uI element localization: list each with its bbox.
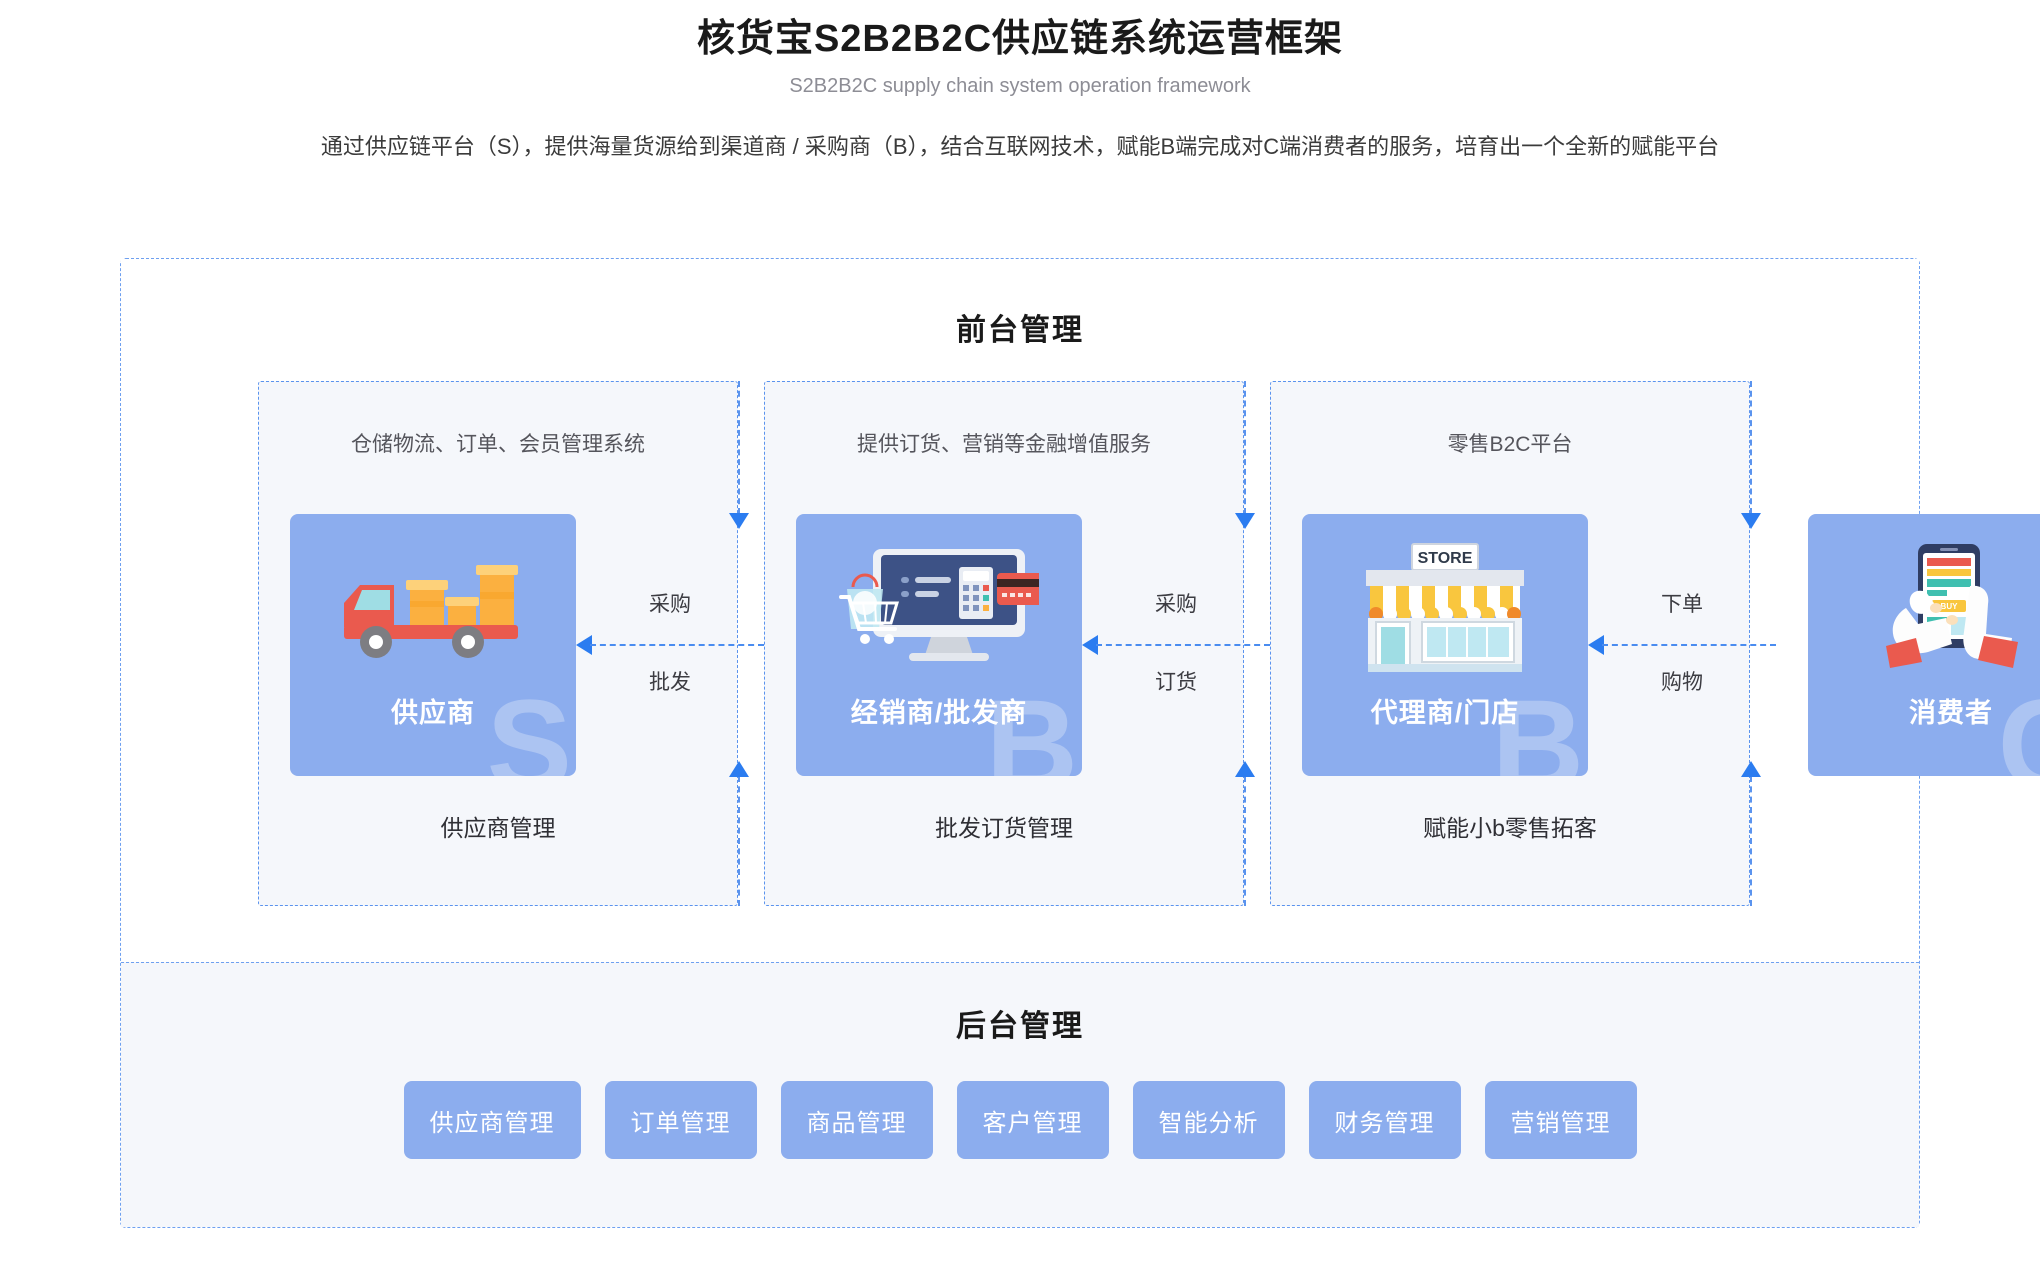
storefront-icon: STORE	[1302, 542, 1588, 672]
back-office-button-finance-management[interactable]: 财务管理	[1308, 1081, 1461, 1159]
back-office-title: 后台管理	[956, 1010, 1084, 1043]
group-bottom-label: 供应商管理	[440, 815, 556, 841]
connector-dealer-to-supplier: 采购 批发	[576, 593, 764, 694]
group-bottom-label: 赋能小b零售拓客	[1423, 815, 1597, 841]
svg-text:BUY: BUY	[1941, 602, 1959, 611]
card-label: 经销商/批发商	[850, 698, 1028, 728]
back-office-button-row: 供应商管理 订单管理 商品管理 客户管理 智能分析 财务管理 营销管理	[121, 1081, 1919, 1159]
ecommerce-monitor-icon	[796, 542, 1082, 672]
back-office-section: 后台管理 供应商管理 订单管理 商品管理 客户管理 智能分析 财务管理 营销管理	[121, 962, 1919, 1227]
arrow-head-left-icon	[576, 635, 592, 655]
group-top-label: 仓储物流、订单、会员管理系统	[351, 433, 645, 456]
connector-consumer-to-agent: 下单 购物	[1588, 593, 1776, 694]
delivery-truck-icon	[290, 542, 576, 672]
arrow-head-left-icon	[1082, 635, 1098, 655]
node-card-dealer[interactable]: B	[796, 514, 1082, 776]
arrow-down-to-consumer	[1741, 381, 1761, 529]
page-lead-paragraph: 通过供应链平台（S），提供海量货源给到渠道商 / 采购商（B），结合互联网技术，…	[320, 134, 1720, 160]
mobile-shopping-icon: BUY	[1808, 542, 2040, 672]
back-office-button-product-management[interactable]: 商品管理	[780, 1081, 933, 1159]
back-office-button-marketing-management[interactable]: 营销管理	[1484, 1081, 1637, 1159]
arrow-head-left-icon	[1588, 635, 1604, 655]
group-box-wholesale: 提供订货、营销等金融增值服务 批发订货管理	[764, 381, 1244, 906]
node-card-supplier[interactable]: S	[290, 514, 576, 776]
arrow-up-to-dealer	[729, 761, 749, 906]
card-label: 供应商	[391, 698, 475, 728]
front-office-section: 前台管理 仓储物流、订单、会员管理系统 供应商管理 提供订货、营销等金融增值服务…	[121, 259, 2040, 964]
connector-bottom-label: 订货	[1155, 671, 1197, 694]
back-office-button-smart-analytics[interactable]: 智能分析	[1132, 1081, 1285, 1159]
page-subtitle: S2B2B2C supply chain system operation fr…	[789, 75, 1251, 98]
card-label: 消费者	[1909, 698, 1993, 728]
node-card-consumer[interactable]: C BUY	[1808, 514, 2040, 776]
arrow-up-to-agent	[1235, 761, 1255, 906]
arrow-down-to-dealer	[729, 381, 749, 529]
group-top-label: 零售B2C平台	[1447, 433, 1573, 456]
group-bottom-label: 批发订货管理	[935, 815, 1073, 841]
connector-top-label: 下单	[1661, 593, 1703, 616]
group-top-label: 提供订货、营销等金融增值服务	[857, 433, 1151, 456]
svg-text:STORE: STORE	[1418, 550, 1473, 567]
back-office-button-order-management[interactable]: 订单管理	[604, 1081, 757, 1159]
connector-bottom-label: 购物	[1661, 671, 1703, 694]
connector-top-label: 采购	[649, 593, 691, 616]
card-label: 代理商/门店	[1370, 698, 1520, 728]
page-title: 核货宝S2B2B2C供应链系统运营框架	[696, 18, 1344, 60]
node-card-agent-store[interactable]: B STORE	[1302, 514, 1588, 776]
connector-top-label: 采购	[1155, 593, 1197, 616]
back-office-button-supplier-management[interactable]: 供应商管理	[403, 1081, 581, 1159]
connector-bottom-label: 批发	[649, 671, 691, 694]
arrow-up-to-consumer	[1741, 761, 1761, 906]
arrow-down-to-agent	[1235, 381, 1255, 529]
front-office-title: 前台管理	[956, 314, 1084, 347]
framework-panel: 前台管理 仓储物流、订单、会员管理系统 供应商管理 提供订货、营销等金融增值服务…	[120, 258, 2040, 1228]
back-office-button-customer-management[interactable]: 客户管理	[956, 1081, 1109, 1159]
connector-agent-to-dealer: 采购 订货	[1082, 593, 1270, 694]
page-header: 核货宝S2B2B2C供应链系统运营框架 S2B2B2C supply chain…	[0, 0, 2040, 98]
